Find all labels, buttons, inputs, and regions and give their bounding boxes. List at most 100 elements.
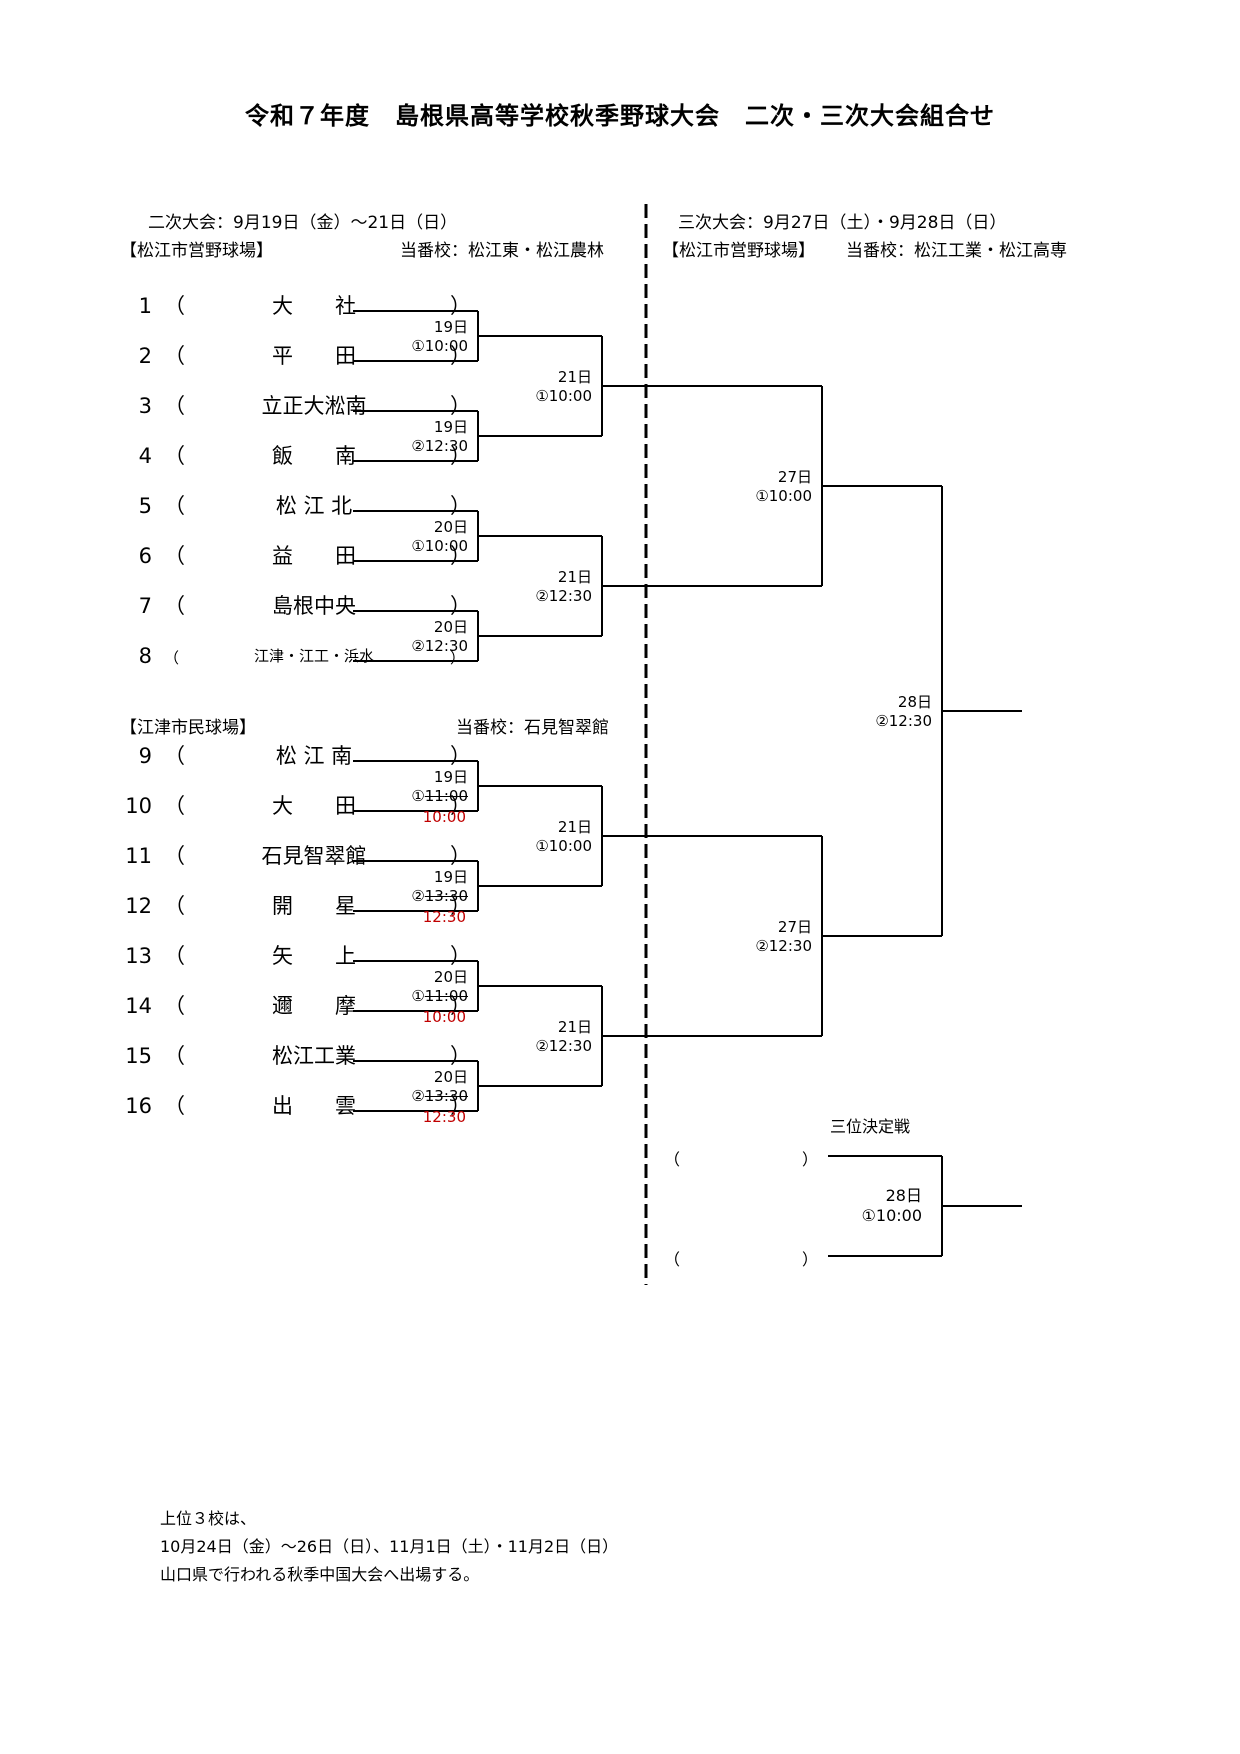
third-place-slot-2-open: （ <box>664 1250 681 1269</box>
team-number: 2 <box>138 344 152 368</box>
original-time-struck: 11:00 <box>424 987 468 1005</box>
team-paren-open: （ <box>164 594 185 618</box>
match-time: ①10:00 <box>755 487 812 505</box>
original-time-struck: 11:00 <box>424 787 468 805</box>
third-place-schedule: 28日 ①10:00 <box>820 1186 922 1226</box>
match-time: ①10:00 <box>535 837 592 855</box>
team-entry: 1（大 社） <box>120 291 471 321</box>
team-name: 大 社 <box>272 294 356 318</box>
team-paren-open: （ <box>164 444 185 468</box>
team-entry: 16 （ 出 雲 ） <box>120 1091 471 1121</box>
r1-schedule-6: 19日 ②13:30 12:30 <box>368 868 468 927</box>
team-paren-close: ） <box>450 594 471 618</box>
team-paren-close: ） <box>450 649 466 667</box>
team-paren-close: ） <box>450 944 471 968</box>
team-paren-open: （ <box>164 344 185 368</box>
note-line-3: 山口県で行われる秋季中国大会へ出場する。 <box>160 1565 480 1584</box>
team-name: 立正大淞南 <box>261 394 367 418</box>
match-time: 10:00 <box>424 537 468 555</box>
third-round-dates: 三次大会：9月27日（土）・9月28日（日） <box>678 213 1007 233</box>
match-day: 19日 <box>433 868 468 886</box>
match-day: 21日 <box>557 1018 592 1036</box>
match-slot: ② <box>411 437 425 455</box>
team-paren-close: ） <box>450 344 471 368</box>
team-paren-open: （ <box>164 649 180 667</box>
team-entry: 9（松 江 南） <box>120 741 471 771</box>
match-slot: ① <box>411 537 425 555</box>
team-number: 15 <box>125 1044 152 1068</box>
team-paren-open: （ <box>164 1094 185 1118</box>
team-name: 江津・江工・浜水 <box>253 647 374 665</box>
match-day: 21日 <box>557 568 592 586</box>
team-number: 9 <box>138 744 152 768</box>
third-round-venue: 【松江市営野球場】 <box>662 241 815 261</box>
team-number: 16 <box>125 1094 152 1118</box>
second-round-duty-b: 当番校：石見智翠館 <box>456 718 609 738</box>
team-name: 松 江 南 <box>275 744 353 768</box>
team-number: 10 <box>125 794 152 818</box>
match-time: ②12:30 <box>535 587 592 605</box>
changed-time: 10:00 <box>422 808 466 826</box>
page-title: 令和７年度 島根県高等学校秋季野球大会 二次・三次大会組合せ <box>245 102 995 130</box>
team-paren-close: ） <box>450 1094 471 1118</box>
r1-schedule-2: 19日 ②12:30 <box>368 418 468 456</box>
team-paren-close: ） <box>450 1044 471 1068</box>
team-paren-open: （ <box>164 894 185 918</box>
original-time-struck: 13:30 <box>424 1087 468 1105</box>
team-paren-close: ） <box>450 394 471 418</box>
match-time: ②12:30 <box>535 1037 592 1055</box>
second-round-venue-b: 【江津市民球場】 <box>120 718 256 738</box>
team-entry: 6（益 田） <box>120 541 471 571</box>
match-day: 27日 <box>777 468 812 486</box>
team-name: 平 田 <box>272 344 356 368</box>
team-entry: 14（邇 摩） <box>120 991 471 1021</box>
match-day: 19日 <box>433 318 468 336</box>
original-time-struck: 13:30 <box>424 887 468 905</box>
note-line-2: 10月24日（金）～26日（日）、11月1日（土）・11月2日（日） <box>160 1537 619 1556</box>
note-line-1: 上位３校は、 <box>160 1509 257 1528</box>
match-time: 12:30 <box>424 437 468 455</box>
match-time: 10:00 <box>424 337 468 355</box>
team-paren-open: （ <box>164 494 185 518</box>
team-number: 14 <box>125 994 152 1018</box>
team-number: 1 <box>138 294 152 318</box>
team-number: 3 <box>138 394 152 418</box>
team-entry: 12（開 星） <box>120 891 471 921</box>
team-entry: 3（立正大淞南） <box>120 391 471 421</box>
team-paren-open: （ <box>164 294 185 318</box>
third-place-slot-2-close: ） <box>802 1250 819 1269</box>
match-slot: ② <box>411 637 425 655</box>
team-name: 矢 上 <box>272 944 356 968</box>
team-entry: 2 （ 平 田 ） <box>120 341 471 371</box>
team-number: 13 <box>125 944 152 968</box>
team-name: 島根中央 <box>272 594 356 618</box>
match-day: 19日 <box>433 418 468 436</box>
second-round-venue-a: 【松江市営野球場】 <box>120 241 273 261</box>
team-paren-close: ） <box>450 994 471 1018</box>
team-paren-close: ） <box>450 844 471 868</box>
team-number: 6 <box>138 544 152 568</box>
third-place-slot-1-close: ） <box>802 1150 819 1169</box>
team-paren-open: （ <box>164 994 185 1018</box>
match-time: ①10:00 <box>535 387 592 405</box>
team-entry: 7（島根中央） <box>120 591 471 621</box>
changed-time: 10:00 <box>422 1008 466 1026</box>
team-name: 出 雲 <box>272 1094 356 1118</box>
changed-time: 12:30 <box>422 908 466 926</box>
third-place-label: 三位決定戦 <box>830 1117 911 1136</box>
team-paren-close: ） <box>450 494 471 518</box>
team-entry: 8（江津・江工・浜水） <box>120 641 465 671</box>
match-slot: ① <box>411 337 425 355</box>
third-round-duty: 当番校：松江工業・松江高専 <box>846 241 1067 261</box>
team-entry: 5（松 江 北） <box>120 491 471 521</box>
match-slot: ② <box>411 887 425 905</box>
match-time: ②12:30 <box>755 937 812 955</box>
